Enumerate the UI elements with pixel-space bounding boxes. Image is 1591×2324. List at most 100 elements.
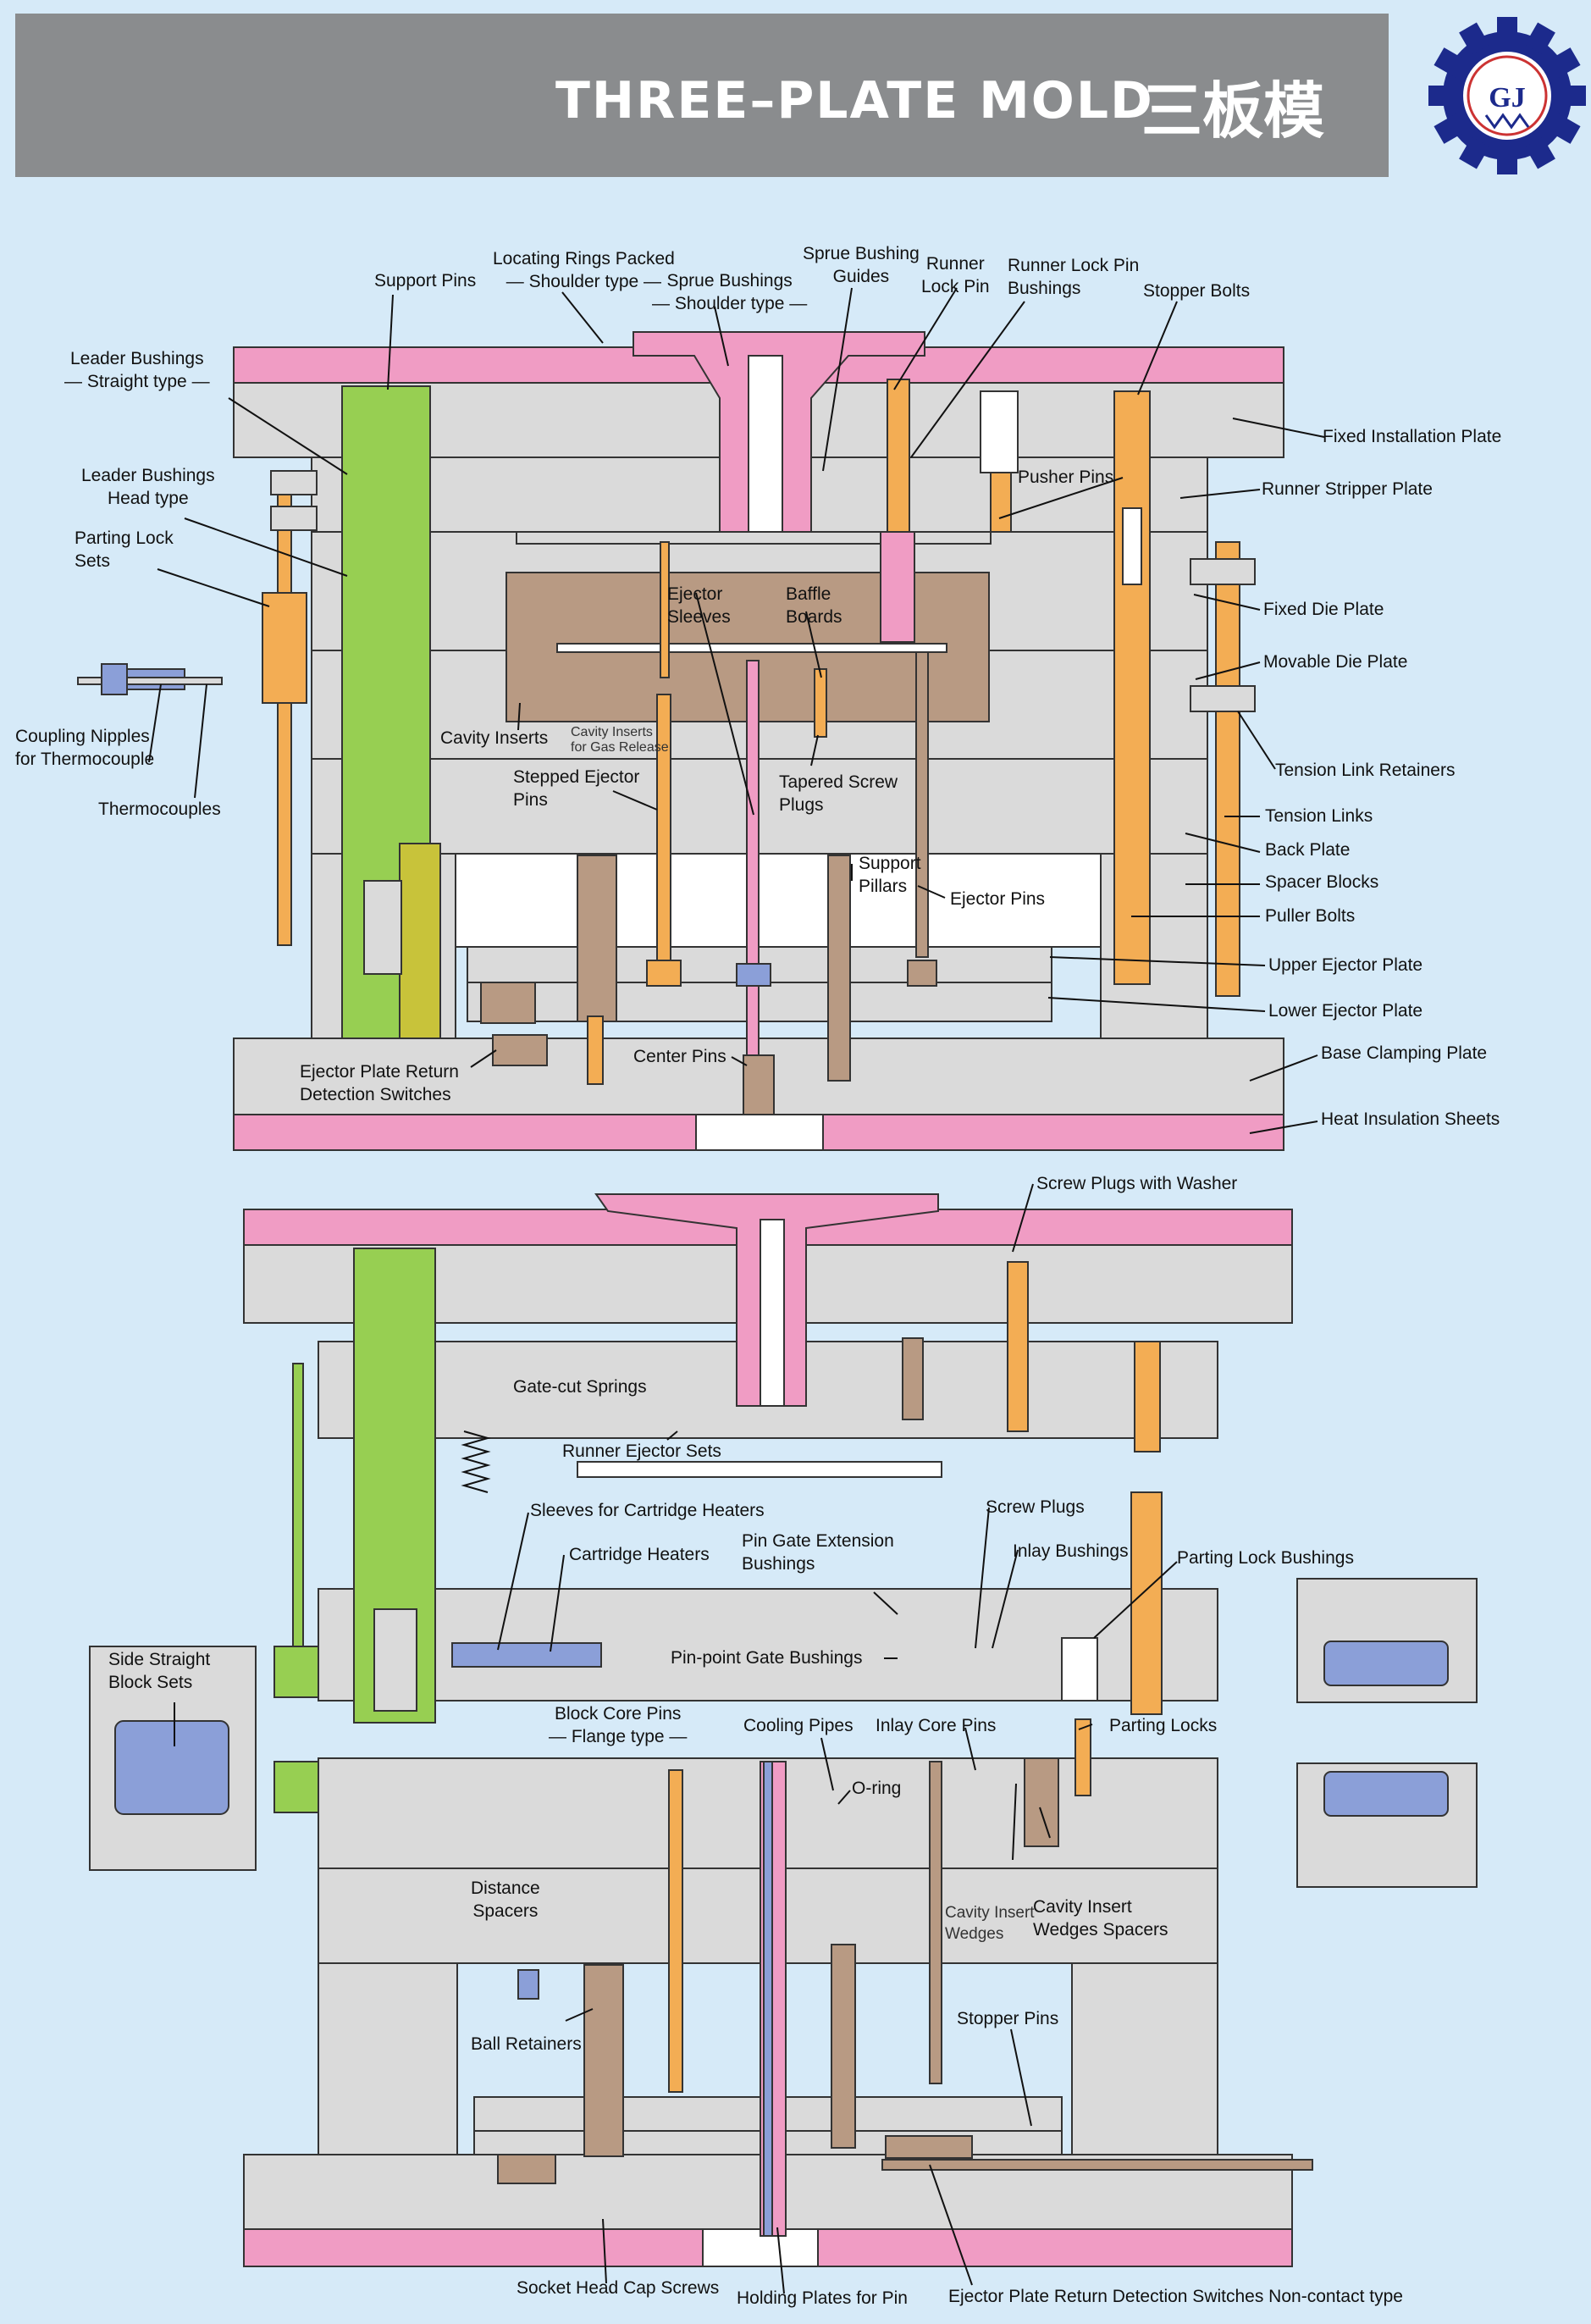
label-return-switch-line2: Detection Switches bbox=[300, 1085, 451, 1104]
label-upper-ejector-plate: Upper Ejector Plate bbox=[1268, 955, 1423, 975]
label-runner-stripper-plate: Runner Stripper Plate bbox=[1262, 479, 1433, 499]
cartridge-heater bbox=[451, 1642, 602, 1668]
label-coupling-nipples: Coupling Nipples for Thermocouple bbox=[15, 725, 154, 771]
label-leader-straight-line2: — Straight type — bbox=[64, 372, 210, 391]
label-heat-insulation-sheets: Heat Insulation Sheets bbox=[1321, 1109, 1500, 1129]
label-side-straight-line1: Side Straight bbox=[108, 1650, 211, 1669]
label-return-switch-line1: Ejector Plate Return bbox=[300, 1062, 459, 1082]
label-parting-locks: Parting Locks bbox=[1109, 1716, 1218, 1735]
label-sprue-bushings-line2: — Shoulder type — bbox=[652, 294, 808, 313]
label-cavity-inserts: Cavity Inserts bbox=[440, 728, 549, 748]
label-pin-gate-ext-line2: Bushings bbox=[742, 1554, 815, 1574]
label-sprue-bushing-guides: Sprue Bushing Guides bbox=[803, 242, 920, 288]
label-distance-spacers: Distance Spacers bbox=[471, 1877, 540, 1923]
label-ejector-sleeves-line1: Ejector bbox=[667, 584, 723, 604]
bottom-spacer-right bbox=[1071, 1962, 1218, 2155]
label-movable-die-plate: Movable Die Plate bbox=[1263, 652, 1408, 672]
label-parting-lock-sets: Parting Lock Sets bbox=[75, 527, 174, 573]
label-back-plate: Back Plate bbox=[1265, 840, 1351, 860]
label-distance-spacers-line1: Distance bbox=[471, 1879, 540, 1898]
label-runner-lock-bush-line2: Bushings bbox=[1008, 279, 1081, 298]
label-gate-cut-springs: Gate-cut Springs bbox=[513, 1377, 647, 1397]
label-leader-bushings-straight: Leader Bushings — Straight type — bbox=[64, 347, 210, 393]
label-socket-head-cap-screws: Socket Head Cap Screws bbox=[517, 2278, 720, 2298]
label-spacer-blocks: Spacer Blocks bbox=[1265, 872, 1379, 892]
label-block-core-line2: — Flange type — bbox=[549, 1727, 688, 1746]
label-tapered-line2: Plugs bbox=[779, 795, 824, 815]
label-ejector-pins: Ejector Pins bbox=[950, 889, 1046, 909]
label-tension-link-retainers: Tension Link Retainers bbox=[1275, 761, 1456, 780]
label-locating-rings: Locating Rings Packed — Shoulder type — bbox=[493, 247, 675, 293]
heat-insulation-left bbox=[233, 1114, 697, 1151]
label-cavity-wedges-line2: Wedges bbox=[945, 1925, 1004, 1943]
ejector-pin bbox=[915, 651, 929, 958]
label-base-clamping-plate: Base Clamping Plate bbox=[1321, 1043, 1488, 1063]
label-support-pins: Support Pins bbox=[374, 271, 477, 290]
bottom-mold bbox=[89, 1193, 1478, 2267]
label-stepped-ejector-pins: Stepped Ejector Pins bbox=[513, 766, 639, 811]
label-sprue-bushings: Sprue Bushings — Shoulder type — bbox=[652, 269, 807, 315]
pillar-left bbox=[577, 855, 617, 1022]
label-baffle-boards: Baffle Boards bbox=[786, 583, 842, 628]
label-support-pillars-line1: Support bbox=[859, 854, 921, 873]
label-center-pins: Center Pins bbox=[633, 1047, 726, 1066]
parting-lock-bar bbox=[277, 473, 292, 946]
label-pusher-pins: Pusher Pins bbox=[1018, 468, 1114, 487]
label-block-core-pins: Block Core Pins — Flange type — bbox=[549, 1702, 687, 1748]
label-runner-lock-bush-line1: Runner Lock Pin bbox=[1008, 256, 1140, 275]
label-leader-straight-line1: Leader Bushings bbox=[69, 349, 204, 368]
label-lower-ejector-plate: Lower Ejector Plate bbox=[1268, 1001, 1423, 1021]
label-baffle-line2: Boards bbox=[786, 607, 842, 627]
ejector-space bbox=[455, 853, 1102, 948]
label-side-straight-block-sets: Side Straight Block Sets bbox=[108, 1648, 210, 1694]
label-runner-ejector-sets: Runner Ejector Sets bbox=[562, 1441, 721, 1461]
label-locating-rings-line2: — Shoulder type — bbox=[505, 272, 662, 291]
bottom-spacer-left bbox=[318, 1962, 458, 2155]
label-cavity-gas-line2: for Gas Release bbox=[571, 740, 669, 755]
logo-text: GJ bbox=[1489, 82, 1525, 113]
leader-pin-olive bbox=[399, 843, 441, 1039]
label-cavity-wedge-spacers-line2: Wedges Spacers bbox=[1033, 1920, 1168, 1939]
label-noncontact-switches: Ejector Plate Return Detection Switches … bbox=[948, 2287, 1403, 2306]
label-coupling-line2: for Thermocouple bbox=[15, 750, 155, 769]
label-return-detection-switches: Ejector Plate Return Detection Switches bbox=[300, 1060, 459, 1106]
label-thermocouples: Thermocouples bbox=[98, 800, 221, 819]
label-parting-lock-sets-line2: Sets bbox=[75, 551, 111, 571]
label-baffle-line1: Baffle bbox=[786, 584, 831, 604]
label-parting-lock-bushings: Parting Lock Bushings bbox=[1177, 1548, 1354, 1568]
label-screw-plugs-washer: Screw Plugs with Washer bbox=[1036, 1174, 1238, 1193]
label-runner-lock-pin-line2: Lock Pin bbox=[921, 277, 990, 296]
bottom-stopper bbox=[1130, 1491, 1163, 1715]
support-pillar bbox=[827, 855, 851, 1082]
label-locating-rings-line1: Locating Rings Packed bbox=[493, 249, 675, 268]
label-cavity-insert-wedges-spacers: Cavity Insert Wedges Spacers bbox=[1033, 1895, 1168, 1941]
label-sprue-bushings-line1: Sprue Bushings bbox=[666, 271, 793, 290]
label-side-straight-line2: Block Sets bbox=[108, 1673, 193, 1692]
label-holding-plates-for-pin: Holding Plates for Pin bbox=[737, 2288, 908, 2308]
label-fixed-die-plate: Fixed Die Plate bbox=[1263, 600, 1384, 619]
label-puller-bolts: Puller Bolts bbox=[1265, 906, 1356, 926]
label-cavity-wedge-spacers-line1: Cavity Insert bbox=[1033, 1897, 1132, 1917]
label-fixed-installation-plate: Fixed Installation Plate bbox=[1323, 427, 1502, 446]
label-tapered-screw-plugs: Tapered Screw Plugs bbox=[779, 771, 898, 816]
label-distance-spacers-line2: Spacers bbox=[472, 1901, 539, 1921]
label-inlay-core-pins: Inlay Core Pins bbox=[876, 1716, 997, 1735]
center-rod bbox=[746, 660, 760, 1085]
parting-lock-set bbox=[262, 592, 307, 704]
label-runner-lock-pin: Runner Lock Pin bbox=[921, 252, 990, 298]
label-leader-head-line2: Head type bbox=[107, 489, 189, 508]
tension-link bbox=[1215, 541, 1240, 997]
gj-gear-logo: GJ bbox=[1428, 17, 1586, 174]
label-parting-lock-sets-line1: Parting Lock bbox=[75, 528, 174, 548]
leader-lines bbox=[148, 287, 1325, 2294]
label-cavity-insert-wedges: Cavity Insert Wedges bbox=[945, 1902, 1035, 1945]
label-pin-gate-extension-bushings: Pin Gate Extension Bushings bbox=[742, 1530, 894, 1575]
label-stepped-line2: Pins bbox=[513, 790, 548, 810]
label-stopper-pins: Stopper Pins bbox=[957, 2009, 1059, 2028]
label-cavity-gas-line1: Cavity Inserts bbox=[571, 725, 653, 739]
label-screw-plugs: Screw Plugs bbox=[986, 1497, 1085, 1517]
label-ball-retainers: Ball Retainers bbox=[471, 2034, 582, 2054]
label-stopper-bolts: Stopper Bolts bbox=[1143, 281, 1251, 301]
label-stepped-line1: Stepped Ejector bbox=[513, 767, 640, 787]
label-pin-point-gate-bushings: Pin-point Gate Bushings bbox=[671, 1648, 863, 1668]
